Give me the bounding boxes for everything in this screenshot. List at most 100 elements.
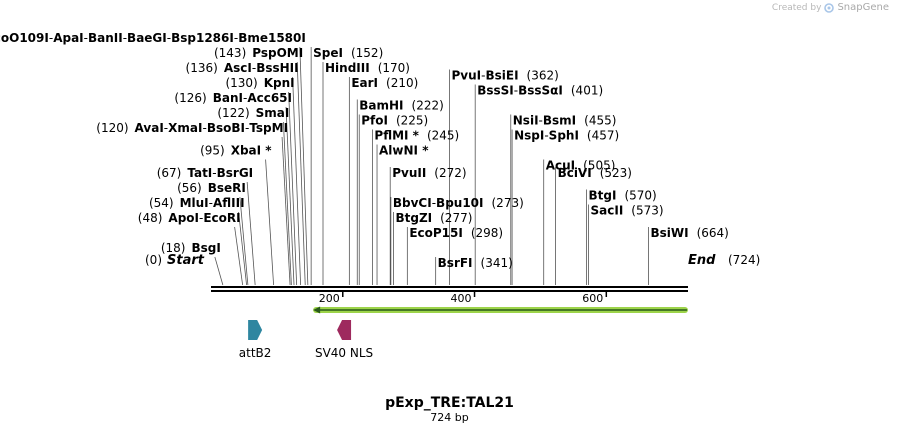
watermark: Created by SnapGene bbox=[772, 2, 889, 13]
orf-arrow-head bbox=[313, 306, 321, 314]
enzyme-name: PfoI bbox=[361, 114, 388, 128]
enzyme-name: AlwNI * bbox=[379, 144, 429, 158]
enzyme-name: BsrFI bbox=[438, 256, 473, 270]
site-leader-line bbox=[296, 61, 306, 286]
enzyme-name: BsiWI bbox=[650, 226, 688, 240]
feature-arrow-icon bbox=[248, 320, 263, 340]
enzyme-separator: - bbox=[234, 31, 238, 45]
enzyme-separator: - bbox=[252, 61, 256, 75]
start-label: Start bbox=[167, 253, 205, 268]
site-leader-line bbox=[234, 226, 244, 286]
enzyme-name: BciVI bbox=[558, 166, 592, 180]
enzyme-separator: - bbox=[49, 31, 53, 45]
enzyme-name: ApoI bbox=[168, 211, 199, 225]
feature-label: attB2 bbox=[239, 346, 272, 360]
enzyme-name: SacII bbox=[591, 204, 624, 218]
enzyme-name: KpnI bbox=[264, 76, 295, 90]
enzyme-separator: - bbox=[212, 166, 216, 180]
enzyme-name: ApaI bbox=[53, 31, 83, 45]
enzyme-name: BsgI bbox=[192, 241, 221, 255]
site-position: (401) bbox=[571, 84, 603, 98]
enzyme-name: AscI bbox=[224, 61, 252, 75]
feature-arrow-icon bbox=[337, 320, 352, 340]
site-position: (664) bbox=[697, 226, 729, 240]
site-leader-line bbox=[214, 256, 224, 286]
enzyme-name: BsrGI bbox=[217, 166, 254, 180]
site-position: (222) bbox=[412, 99, 444, 113]
enzyme-separator: - bbox=[164, 121, 168, 135]
feature-label: SV40 NLS bbox=[315, 346, 373, 360]
enzyme-name: TspMI bbox=[249, 121, 288, 135]
site-position: (120) bbox=[96, 121, 128, 135]
ruler-tick-label: 600 bbox=[582, 292, 603, 305]
enzyme-name: PvuII bbox=[392, 166, 426, 180]
enzyme-separator: - bbox=[432, 196, 436, 210]
watermark-created-by: Created by bbox=[771, 2, 822, 13]
site-position: (95) bbox=[200, 144, 225, 158]
site-position: (573) bbox=[631, 204, 663, 218]
site-leader-line bbox=[239, 196, 249, 286]
site-position: (210) bbox=[386, 76, 418, 90]
enzyme-name: Bme1580I bbox=[238, 31, 306, 45]
enzyme-name: BsmI bbox=[543, 114, 576, 128]
enzyme-name: NspI bbox=[514, 129, 544, 143]
site-position: (245) bbox=[427, 129, 459, 143]
site-position: (298) bbox=[471, 226, 503, 240]
enzyme-name: EcoP15I bbox=[409, 226, 463, 240]
end-label: End bbox=[688, 253, 716, 268]
enzyme-name: Bpu10I bbox=[436, 196, 483, 210]
end-position: (724) bbox=[728, 253, 760, 267]
enzyme-name: XmaI bbox=[168, 121, 202, 135]
site-position: (18) bbox=[161, 241, 186, 255]
enzyme-name: TatI bbox=[187, 166, 212, 180]
site-position: (56) bbox=[177, 181, 202, 195]
enzyme-separator: - bbox=[245, 121, 249, 135]
enzyme-name: PspOMI bbox=[252, 46, 303, 60]
site-position: (126) bbox=[174, 91, 206, 105]
enzyme-separator: - bbox=[209, 196, 213, 210]
site-position: (570) bbox=[624, 189, 656, 203]
enzyme-separator: - bbox=[167, 31, 171, 45]
enzyme-separator: - bbox=[514, 84, 518, 98]
site-position: (341) bbox=[481, 256, 513, 270]
start-position: (0) bbox=[145, 253, 162, 267]
enzyme-name: EarI bbox=[351, 76, 378, 90]
enzyme-name: BssSI bbox=[477, 84, 514, 98]
site-leader-line bbox=[285, 106, 295, 286]
enzyme-name: AvaI bbox=[135, 121, 164, 135]
enzyme-name: BanII bbox=[88, 31, 123, 45]
ruler-tick-label: 200 bbox=[319, 292, 340, 305]
site-position: (67) bbox=[157, 166, 182, 180]
site-leader-line bbox=[238, 211, 247, 286]
enzyme-name: BsoBI bbox=[207, 121, 245, 135]
enzyme-separator: - bbox=[481, 69, 485, 83]
watermark-brand: SnapGene bbox=[837, 2, 889, 13]
enzyme-name: BanI bbox=[213, 91, 243, 105]
enzyme-name: XbaI * bbox=[231, 144, 273, 158]
site-position: (136) bbox=[186, 61, 218, 75]
site-position: (362) bbox=[527, 69, 559, 83]
enzyme-name: MluI bbox=[180, 196, 209, 210]
enzyme-separator: - bbox=[243, 91, 247, 105]
enzyme-name: BseRI bbox=[208, 181, 246, 195]
site-leader-line bbox=[265, 159, 274, 286]
site-position: (455) bbox=[584, 114, 616, 128]
site-position: (143) bbox=[214, 46, 246, 60]
enzyme-name: NsiI bbox=[513, 114, 539, 128]
site-position: (523) bbox=[600, 166, 632, 180]
enzyme-separator: - bbox=[202, 121, 206, 135]
site-leader-line bbox=[246, 181, 256, 286]
enzyme-name: BtgZI bbox=[395, 211, 432, 225]
enzyme-name: SmaI bbox=[256, 106, 290, 120]
sequence-map: 200 400 600 attB2 SV40 NLS Start (0) End (724) (1… bbox=[0, 31, 760, 360]
enzyme-name: Acc65I bbox=[247, 91, 292, 105]
enzyme-name: SpeI bbox=[313, 46, 343, 60]
site-leader-line bbox=[288, 91, 298, 286]
enzyme-name: BaeGI bbox=[127, 31, 167, 45]
site-leader-line bbox=[281, 136, 291, 286]
site-position: (273) bbox=[492, 196, 524, 210]
site-position: (225) bbox=[396, 114, 428, 128]
ruler-tick-label: 400 bbox=[451, 292, 472, 305]
site-position: (48) bbox=[138, 211, 163, 225]
enzyme-name: EcoO109I bbox=[0, 31, 49, 45]
